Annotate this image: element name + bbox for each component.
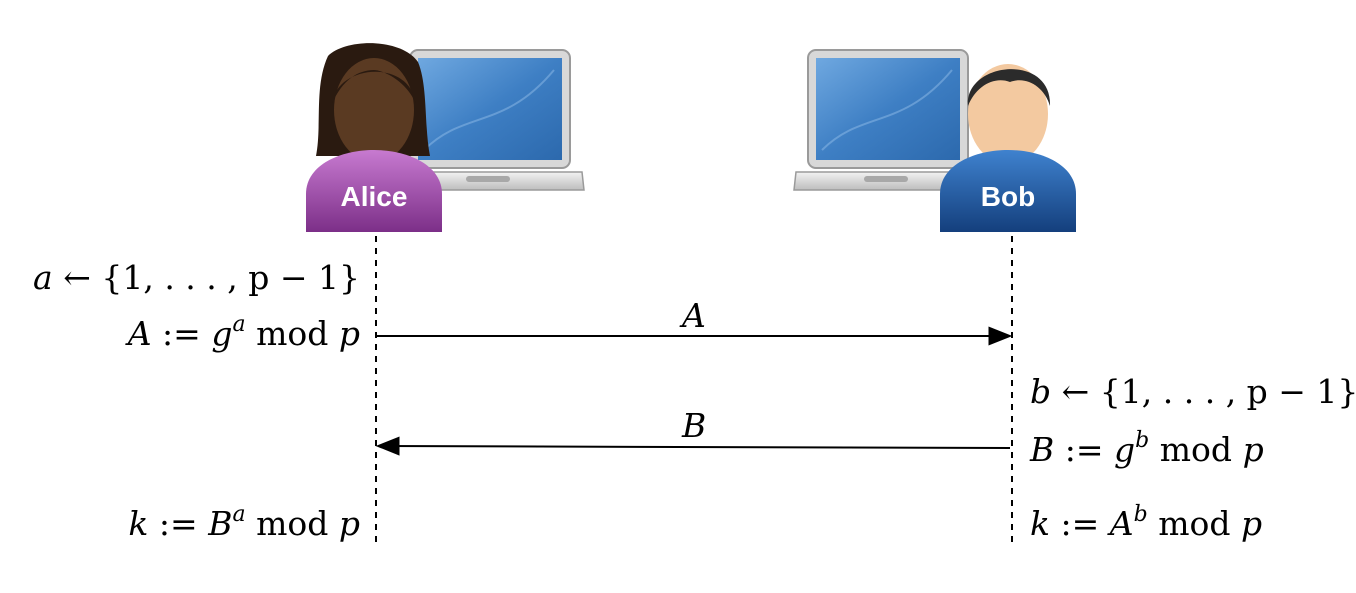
bob-name-label: Bob bbox=[981, 181, 1035, 212]
message-arrow-to-alice bbox=[375, 436, 1011, 456]
bob-avatar-icon: Bob bbox=[940, 64, 1076, 232]
alice-step-random: a ← {1, . . . , p − 1} bbox=[33, 258, 360, 297]
bob-step-key: k := Ab mod p bbox=[1030, 502, 1263, 544]
alice-name-label: Alice bbox=[341, 181, 408, 212]
laptop-icon bbox=[793, 49, 983, 191]
alice-step-public: A := ga mod p bbox=[127, 312, 360, 354]
bob-step-random: b ← {1, . . . , p − 1} bbox=[1030, 372, 1356, 411]
bob-step-public: B := gb mod p bbox=[1030, 428, 1264, 470]
alice-step-key: k := Ba mod p bbox=[128, 502, 360, 544]
message-label-to-alice: B bbox=[682, 406, 707, 445]
message-label-to-bob: A bbox=[682, 296, 706, 335]
laptop-icon bbox=[395, 49, 585, 191]
alice-avatar-icon: Alice bbox=[306, 43, 442, 232]
